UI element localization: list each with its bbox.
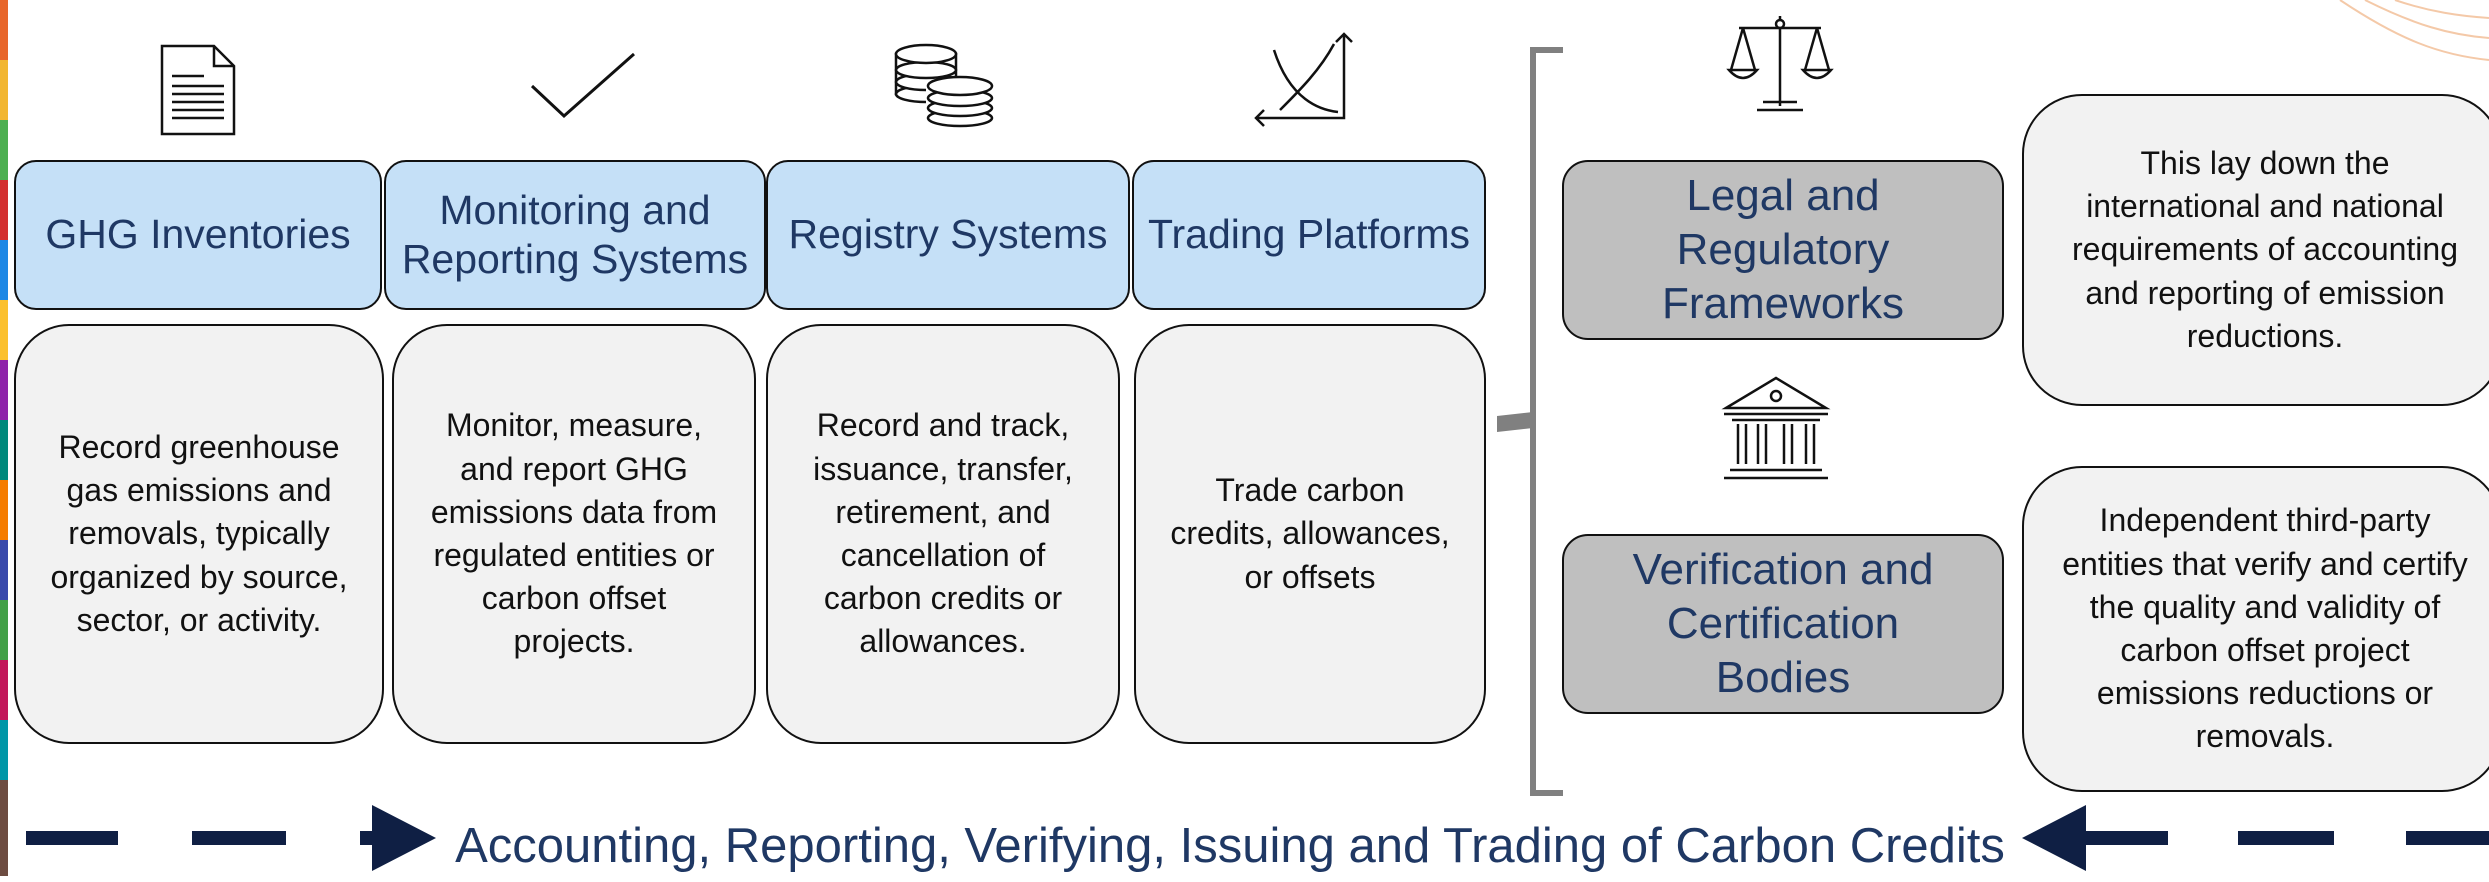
- category-card-ghg-inventories: Record greenhouse gas emissions and remo…: [14, 324, 384, 744]
- category-card-registry-systems: Record and track, issuance, transfer, re…: [766, 324, 1120, 744]
- framework-desc-verification-certification: Independent third-party entities that ve…: [2022, 466, 2489, 792]
- category-header-trading-platforms: Trading Platforms: [1132, 160, 1486, 310]
- checkmark-icon: [528, 50, 638, 120]
- bottom-caption: Accounting, Reporting, Verifying, Issuin…: [455, 819, 2005, 873]
- scales-of-justice-icon: [1725, 10, 1835, 115]
- right-arrowhead: [372, 805, 436, 871]
- framework-verification-certification: Verification and Certification Bodies: [1562, 534, 2004, 714]
- supply-demand-chart-icon: [1250, 30, 1360, 130]
- edge-color-strip: [0, 0, 8, 876]
- coins-icon: [890, 40, 1000, 130]
- framework-legal-regulatory: Legal and Regulatory Frameworks: [1562, 160, 2004, 340]
- category-card-monitoring-reporting: Monitor, measure, and report GHG emissio…: [392, 324, 756, 744]
- category-header-ghg-inventories: GHG Inventories: [14, 160, 382, 310]
- category-header-monitoring-reporting: Monitoring and Reporting Systems: [384, 160, 766, 310]
- document-icon: [158, 42, 238, 138]
- category-card-trading-platforms: Trade carbon credits, allowances, or off…: [1134, 324, 1486, 744]
- institution-building-icon: [1718, 374, 1834, 486]
- left-arrowhead: [2022, 805, 2086, 871]
- category-header-registry-systems: Registry Systems: [766, 160, 1130, 310]
- framework-desc-legal-regulatory: This lay down the international and nati…: [2022, 94, 2489, 406]
